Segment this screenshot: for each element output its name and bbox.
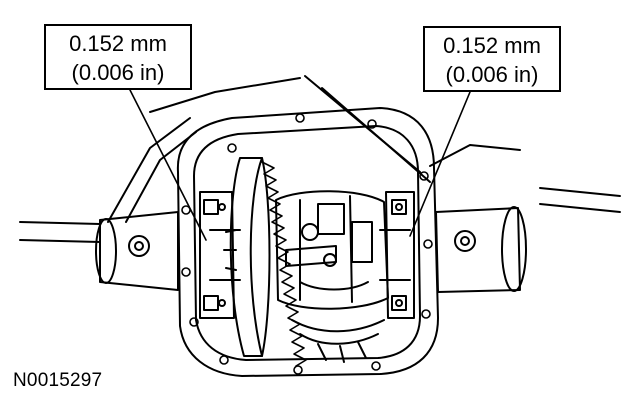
differential-case [275,190,389,363]
right-callout-imperial: (0.006 in) [445,62,539,87]
ring-gear [223,157,307,367]
right-callout-metric: 0.152 mm [443,33,541,58]
frame-rails [19,75,621,243]
housing-flange [176,107,439,377]
left-clearance-callout: 0.152 mm (0.006 in) [44,24,192,90]
left-bearing-cap [199,191,241,319]
left-axle-tube [95,211,179,291]
cover-bolts [181,113,433,375]
right-axle-tube [435,206,527,293]
left-callout-metric: 0.152 mm [69,31,167,56]
callout-leaders [129,89,471,241]
left-callout-imperial: (0.006 in) [71,60,165,85]
right-bearing-cap [379,191,415,319]
right-clearance-callout: 0.152 mm (0.006 in) [423,26,561,92]
figure-id-label: N0015297 [13,370,103,391]
